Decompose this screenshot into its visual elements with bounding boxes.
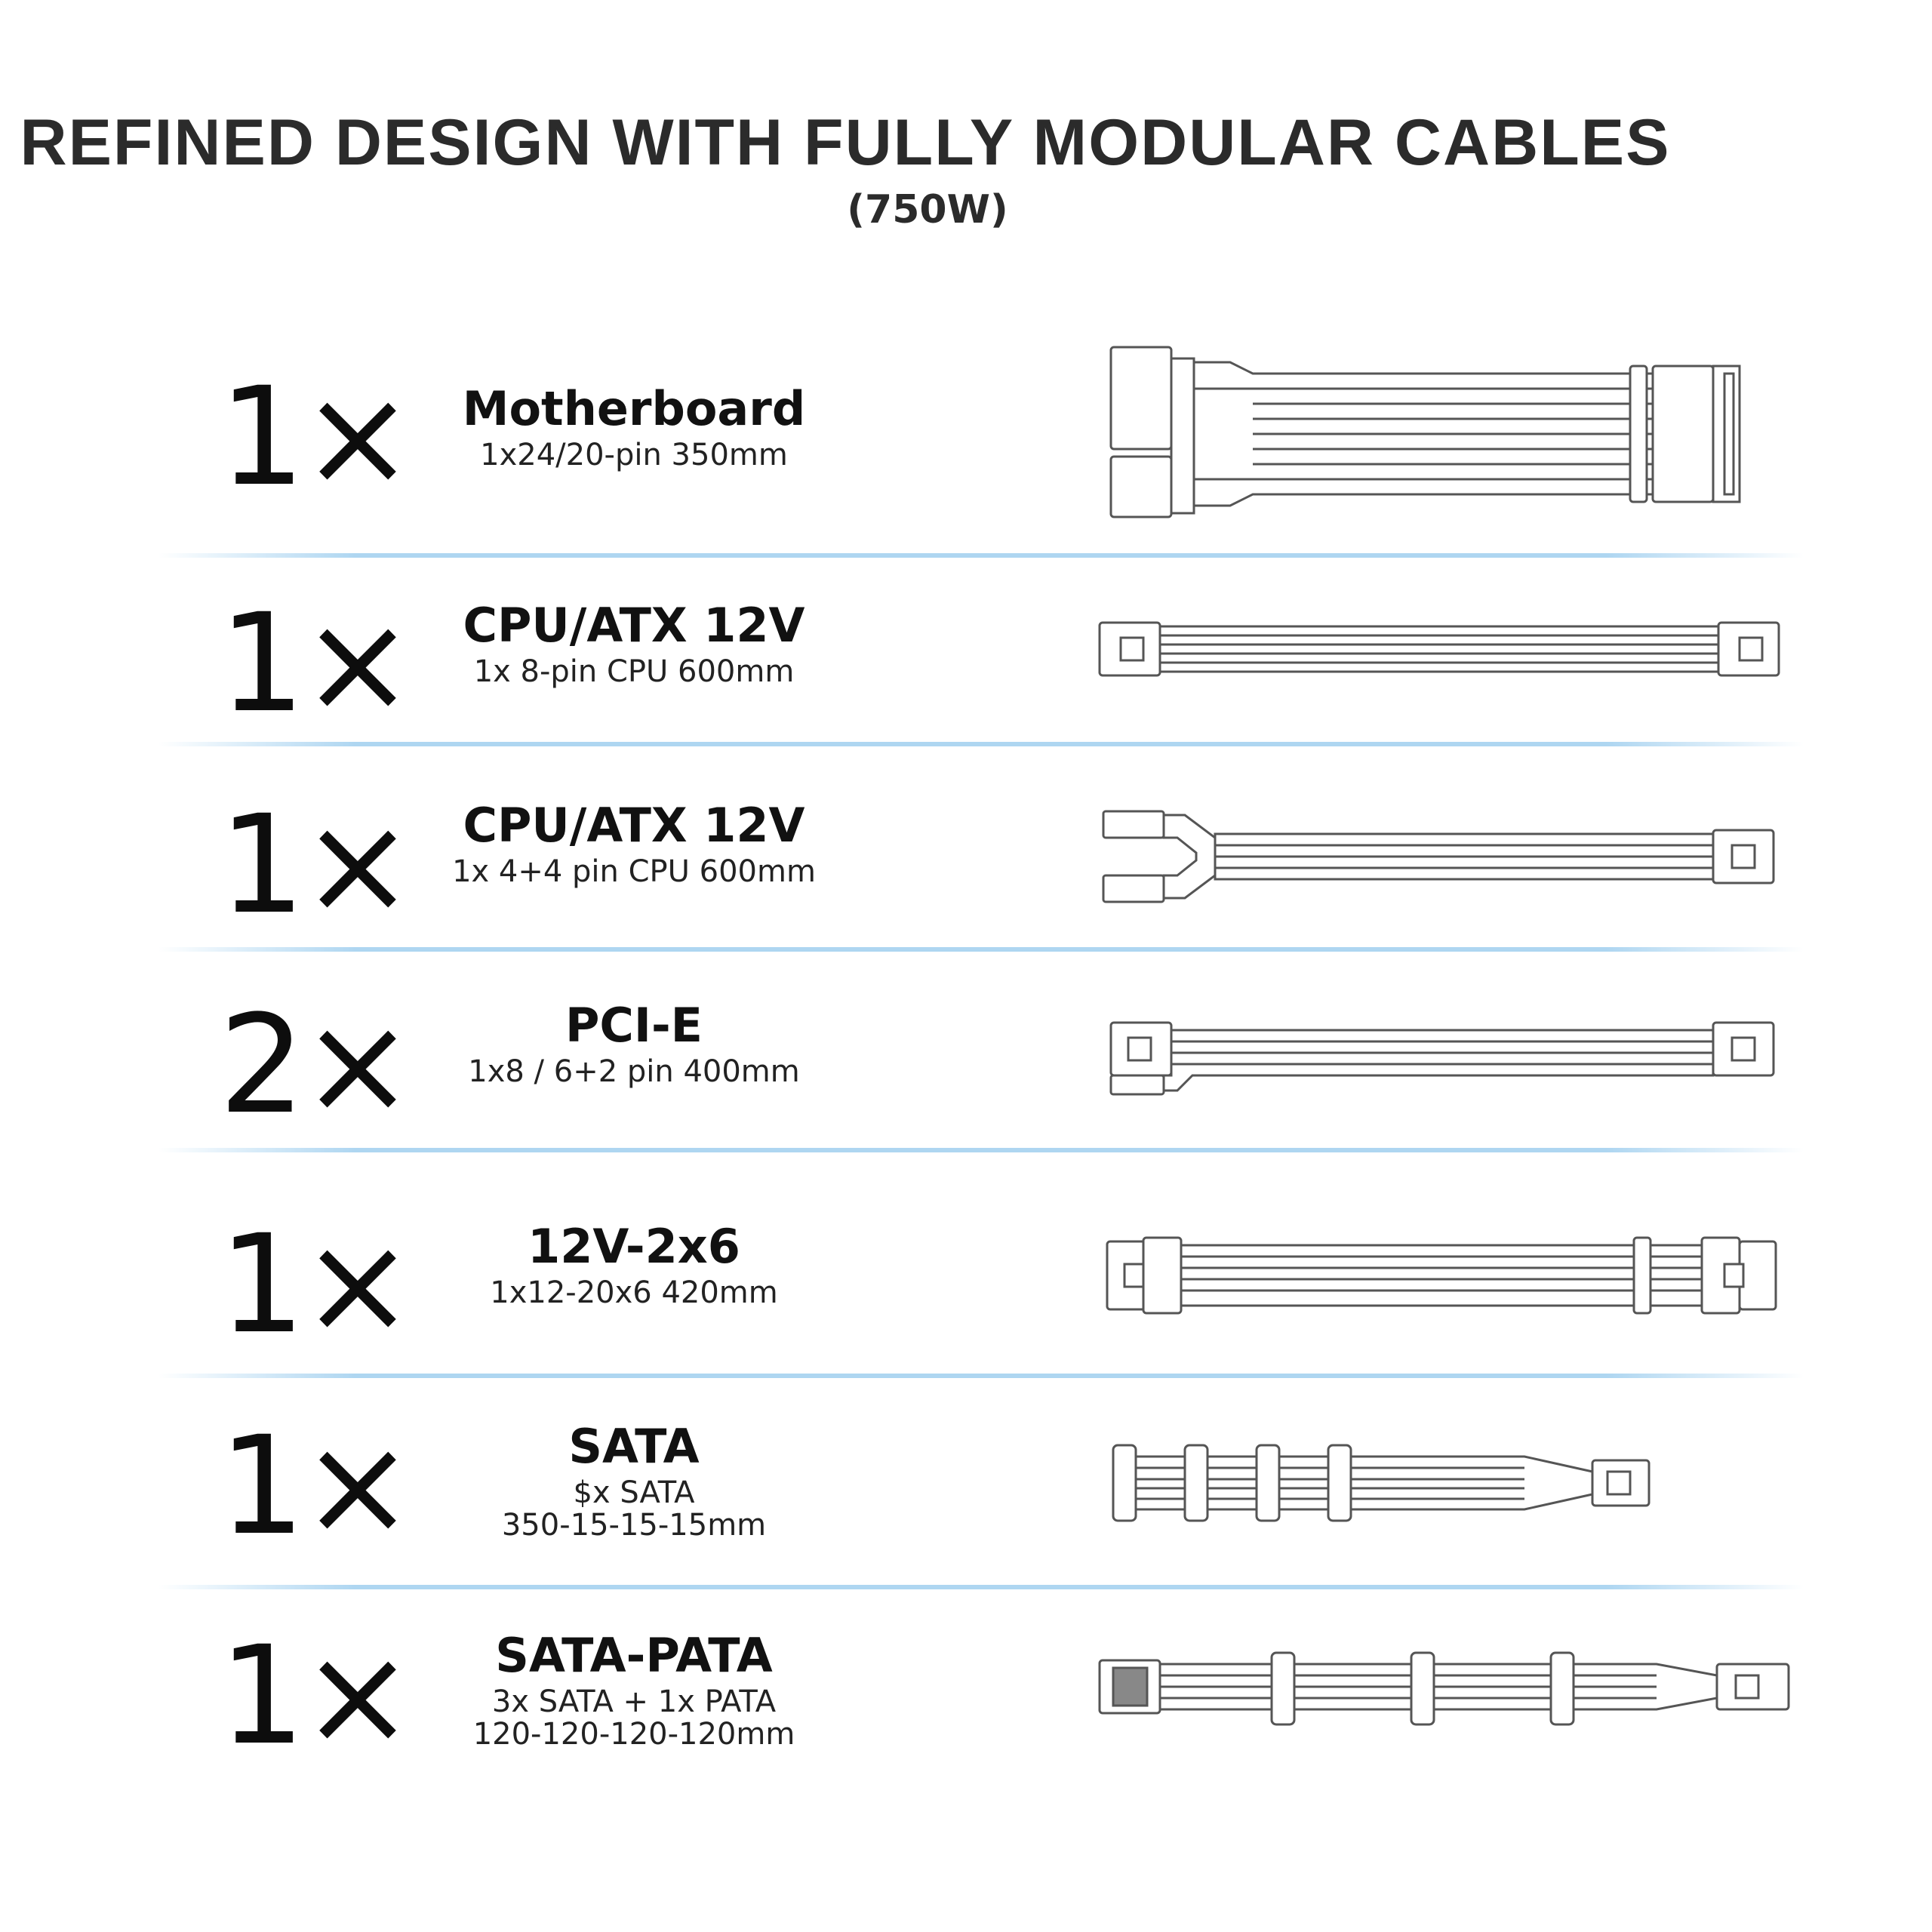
cable-spec: 3x SATA + 1x PATA: [491, 1684, 777, 1720]
row-divider: [158, 1374, 1804, 1378]
cpu-4plus4-cable-icon: [1102, 810, 1775, 903]
cable-spec: 1x24/20-pin 350mm: [480, 438, 788, 473]
cable-name: CPU/ATX 12V: [463, 598, 805, 653]
cable-name: PCI-E: [565, 998, 703, 1053]
quantity: 1×: [219, 358, 414, 516]
cable-spec-lengths: 350-15-15-15mm: [501, 1508, 767, 1543]
quantity: 1×: [219, 786, 414, 944]
cable-name: SATA-PATA: [495, 1628, 773, 1683]
quantity: 1×: [219, 1617, 414, 1775]
cable-label: SATA $x SATA 350-15-15-15mm: [423, 1419, 845, 1543]
cable-name: Motherboard: [462, 381, 806, 436]
pcie-cable-icon: [1109, 1021, 1775, 1096]
cable-spec: 1x12-20x6 420mm: [490, 1275, 778, 1311]
cpu-8pin-cable-icon: [1098, 621, 1780, 677]
cable-spec: 1x8 / 6+2 pin 400mm: [468, 1054, 800, 1090]
quantity: 1×: [219, 1206, 414, 1364]
12v-2x6-cable-icon: [1106, 1236, 1777, 1315]
cable-label: CPU/ATX 12V 1x 4+4 pin CPU 600mm: [423, 798, 845, 890]
row-divider: [158, 947, 1804, 952]
cable-label: SATA-PATA 3x SATA + 1x PATA 120-120-120-…: [423, 1628, 845, 1752]
cable-spec: 1x 8-pin CPU 600mm: [473, 654, 795, 690]
quantity: 1×: [219, 585, 414, 743]
row-divider: [158, 553, 1804, 558]
cable-name: SATA: [568, 1419, 700, 1474]
cable-label: Motherboard 1x24/20-pin 350mm: [423, 383, 845, 472]
row-divider: [158, 742, 1804, 746]
cable-label: 12V-2x6 1x12-20x6 420mm: [423, 1219, 845, 1311]
cable-label: PCI-E 1x8 / 6+2 pin 400mm: [423, 998, 845, 1090]
cable-spec: $x SATA: [573, 1475, 695, 1511]
sata-cable-icon: [1112, 1444, 1651, 1522]
cable-name: CPU/ATX 12V: [463, 798, 805, 853]
cable-name: 12V-2x6: [528, 1219, 740, 1274]
row-divider: [158, 1585, 1804, 1589]
motherboard-cable-icon: [1109, 346, 1741, 518]
quantity: 2×: [219, 986, 414, 1144]
quantity: 1×: [219, 1407, 414, 1565]
cable-spec: 1x 4+4 pin CPU 600mm: [452, 854, 816, 890]
cable-spec-lengths: 120-120-120-120mm: [472, 1717, 795, 1752]
page-title: REFINED DESIGN WITH FULLY MODULAR CABLES: [20, 106, 1671, 179]
page-subtitle: (750W): [847, 187, 1008, 232]
cable-label: CPU/ATX 12V 1x 8-pin CPU 600mm: [423, 598, 845, 690]
row-divider: [158, 1148, 1804, 1152]
sata-pata-cable-icon: [1098, 1651, 1790, 1726]
